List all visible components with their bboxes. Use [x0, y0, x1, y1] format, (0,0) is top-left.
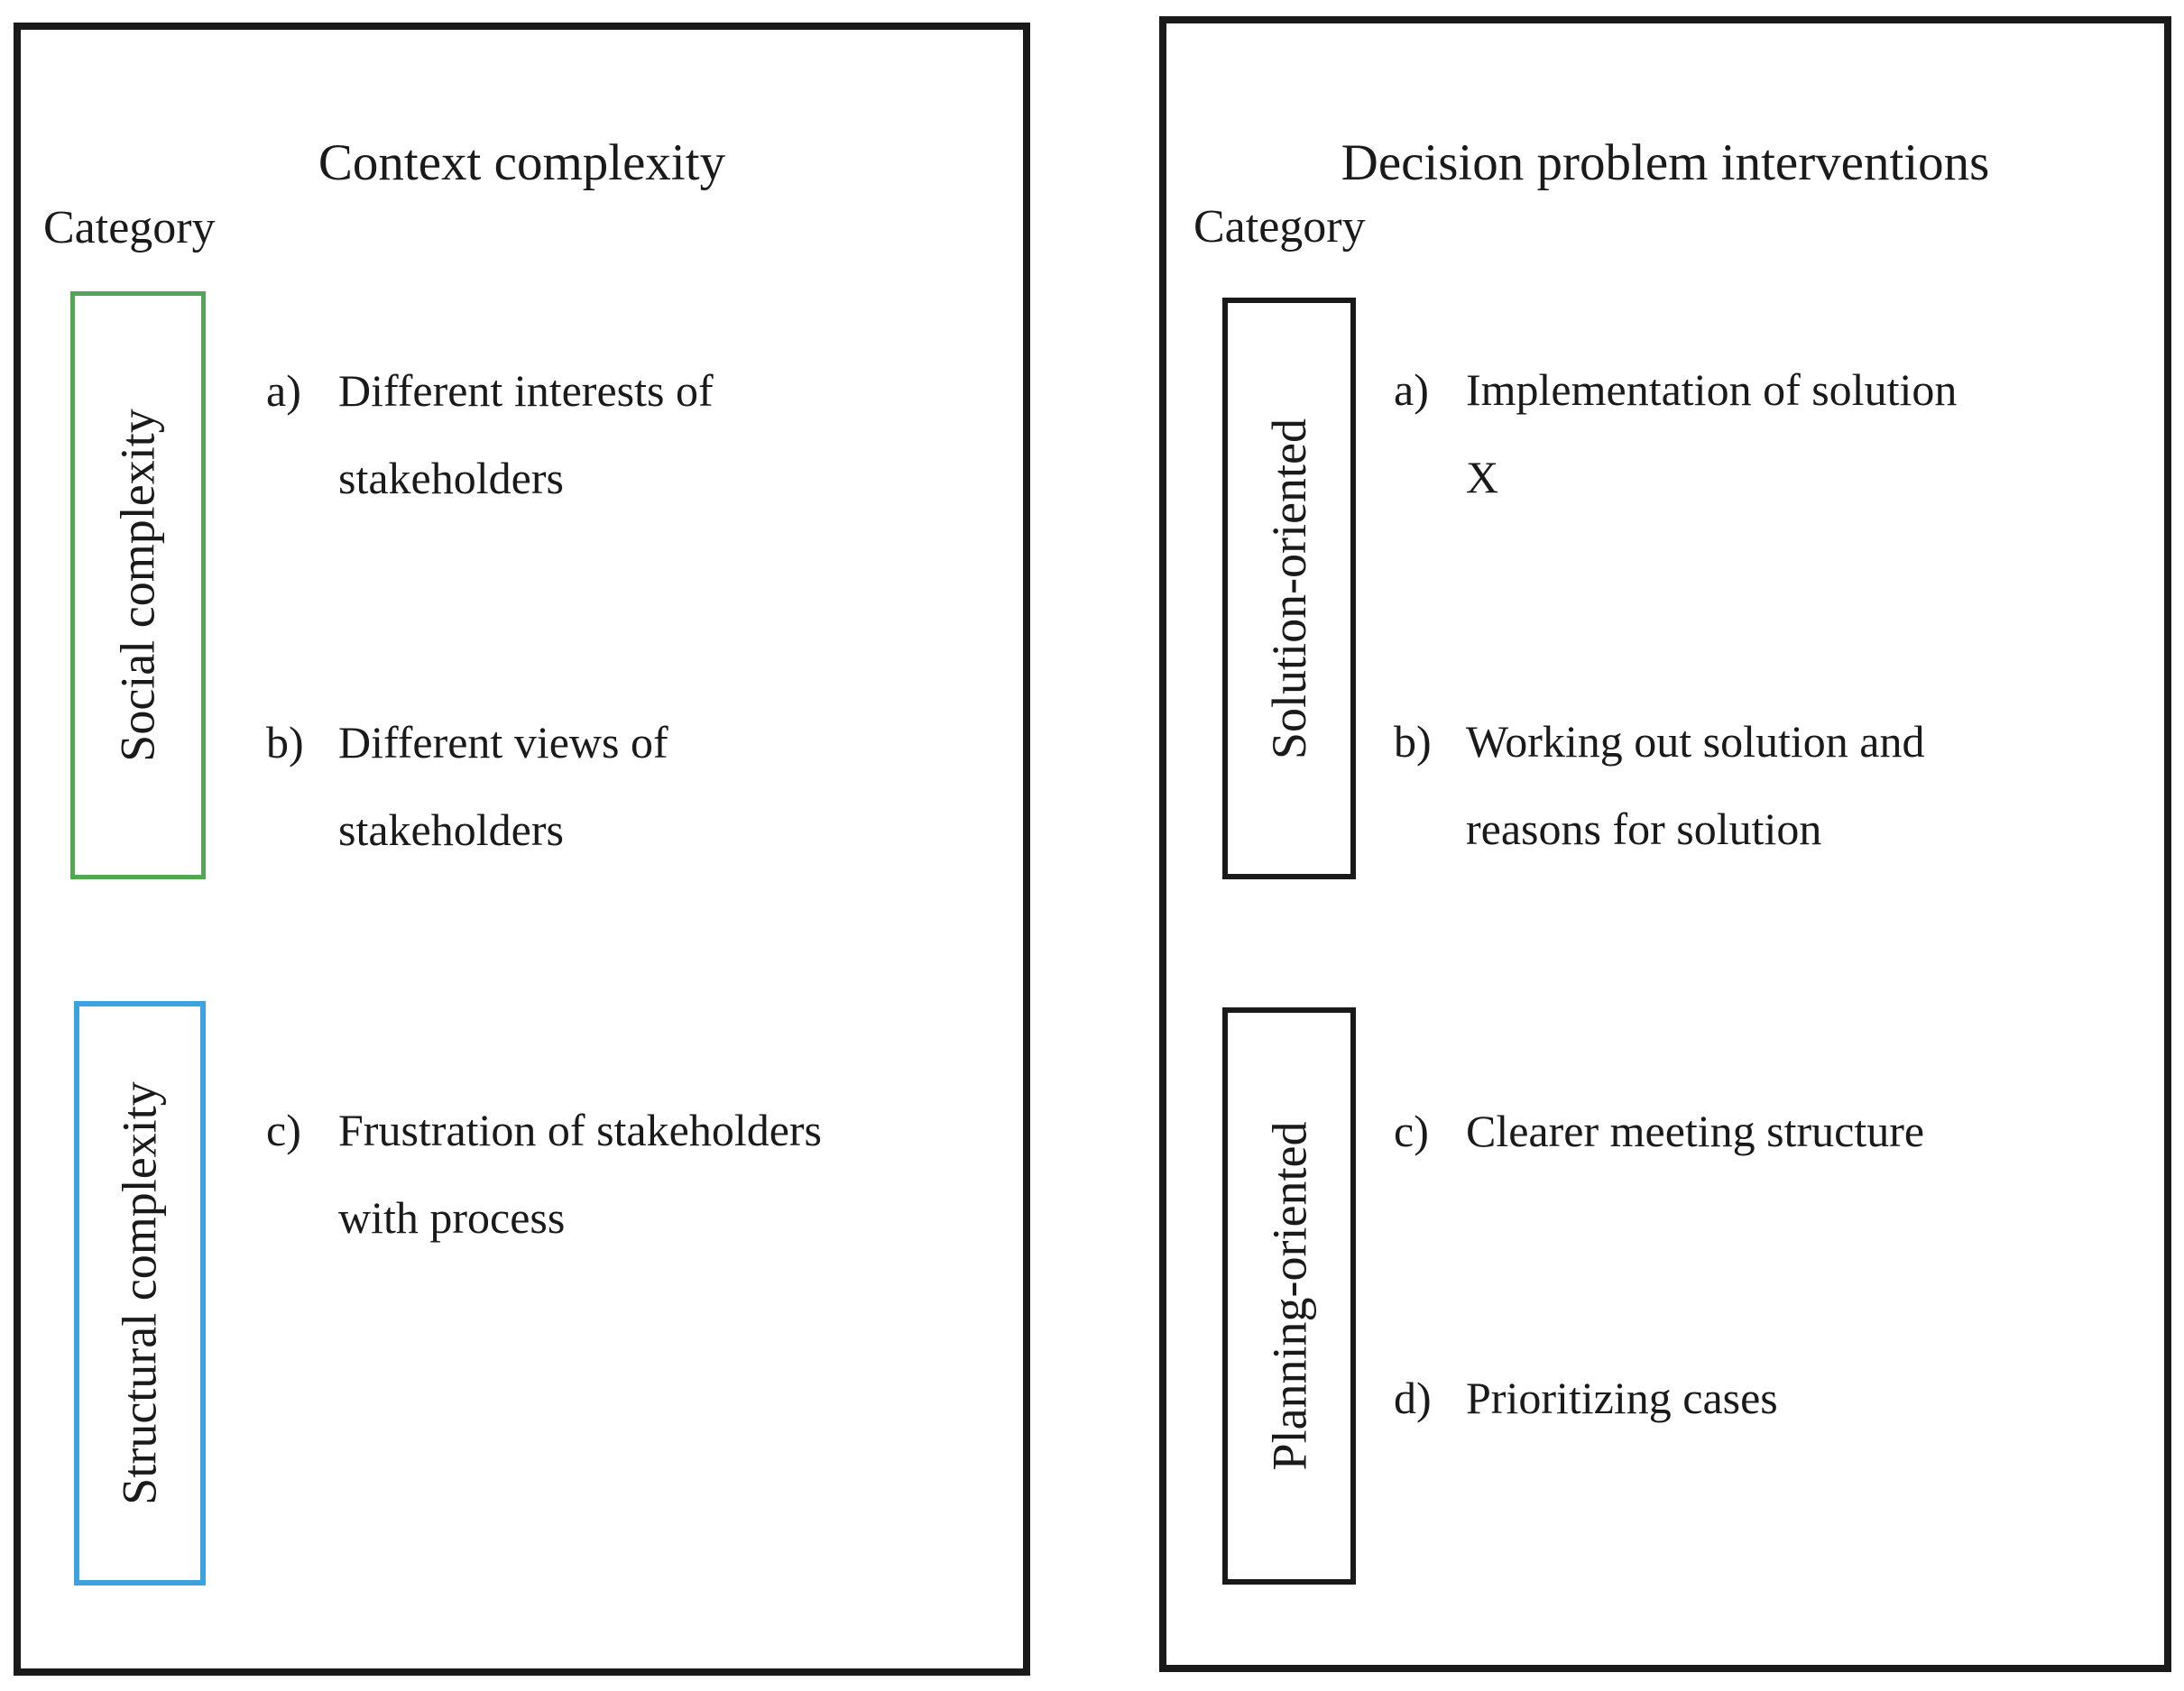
category-box-social-complexity: Social complexity [70, 291, 206, 879]
category-box-label: Planning-oriented [1262, 1121, 1317, 1471]
category-box-solution-oriented: Solution-oriented [1222, 298, 1356, 879]
list-item: c) Clearer meeting structure [1394, 1088, 1924, 1175]
list-item: b) Different views of stakeholders [266, 699, 668, 874]
context-complexity-panel: Context complexity Category Social compl… [14, 23, 1030, 1676]
category-box-label: Structural complexity [113, 1081, 168, 1505]
item-line1: Clearer meeting structure [1466, 1106, 1925, 1156]
list-item: a) Different interests of stakeholders [266, 347, 714, 522]
list-item: b) Working out solution and reasons for … [1394, 698, 1924, 873]
item-line2: X [1466, 452, 1499, 502]
category-label: Category [1193, 201, 1366, 253]
item-marker: b) [1394, 716, 1432, 767]
decision-interventions-panel: Decision problem interventions Category … [1159, 16, 2171, 1672]
list-item: c) Frustration of stakeholders with proc… [266, 1087, 822, 1262]
panel-title: Context complexity [318, 134, 726, 192]
category-box-label: Solution-oriented [1262, 418, 1317, 759]
item-marker: c) [266, 1105, 301, 1155]
item-line1: Different views of [338, 717, 668, 767]
item-line1: Prioritizing cases [1466, 1373, 1778, 1423]
category-box-structural-complexity: Structural complexity [74, 1001, 206, 1585]
list-item: d) Prioritizing cases [1394, 1355, 1778, 1442]
category-label: Category [43, 202, 216, 253]
item-marker: c) [1394, 1106, 1429, 1156]
category-box-label: Social complexity [111, 409, 166, 762]
item-marker: b) [266, 717, 304, 767]
item-line2: stakeholders [338, 453, 564, 503]
item-marker: d) [1394, 1373, 1432, 1423]
item-line1: Implementation of solution [1466, 364, 1958, 415]
item-line1: Different interests of [338, 365, 714, 416]
item-line2: with process [338, 1192, 566, 1243]
item-line1: Frustration of stakeholders [338, 1105, 823, 1155]
item-marker: a) [1394, 364, 1429, 415]
item-line2: reasons for solution [1466, 804, 1822, 854]
panel-title: Decision problem interventions [1341, 134, 1990, 192]
item-line1: Working out solution and [1466, 716, 1925, 767]
category-box-planning-oriented: Planning-oriented [1222, 1007, 1356, 1585]
item-marker: a) [266, 365, 301, 416]
item-line2: stakeholders [338, 804, 564, 855]
list-item: a) Implementation of solution X [1394, 346, 1957, 521]
